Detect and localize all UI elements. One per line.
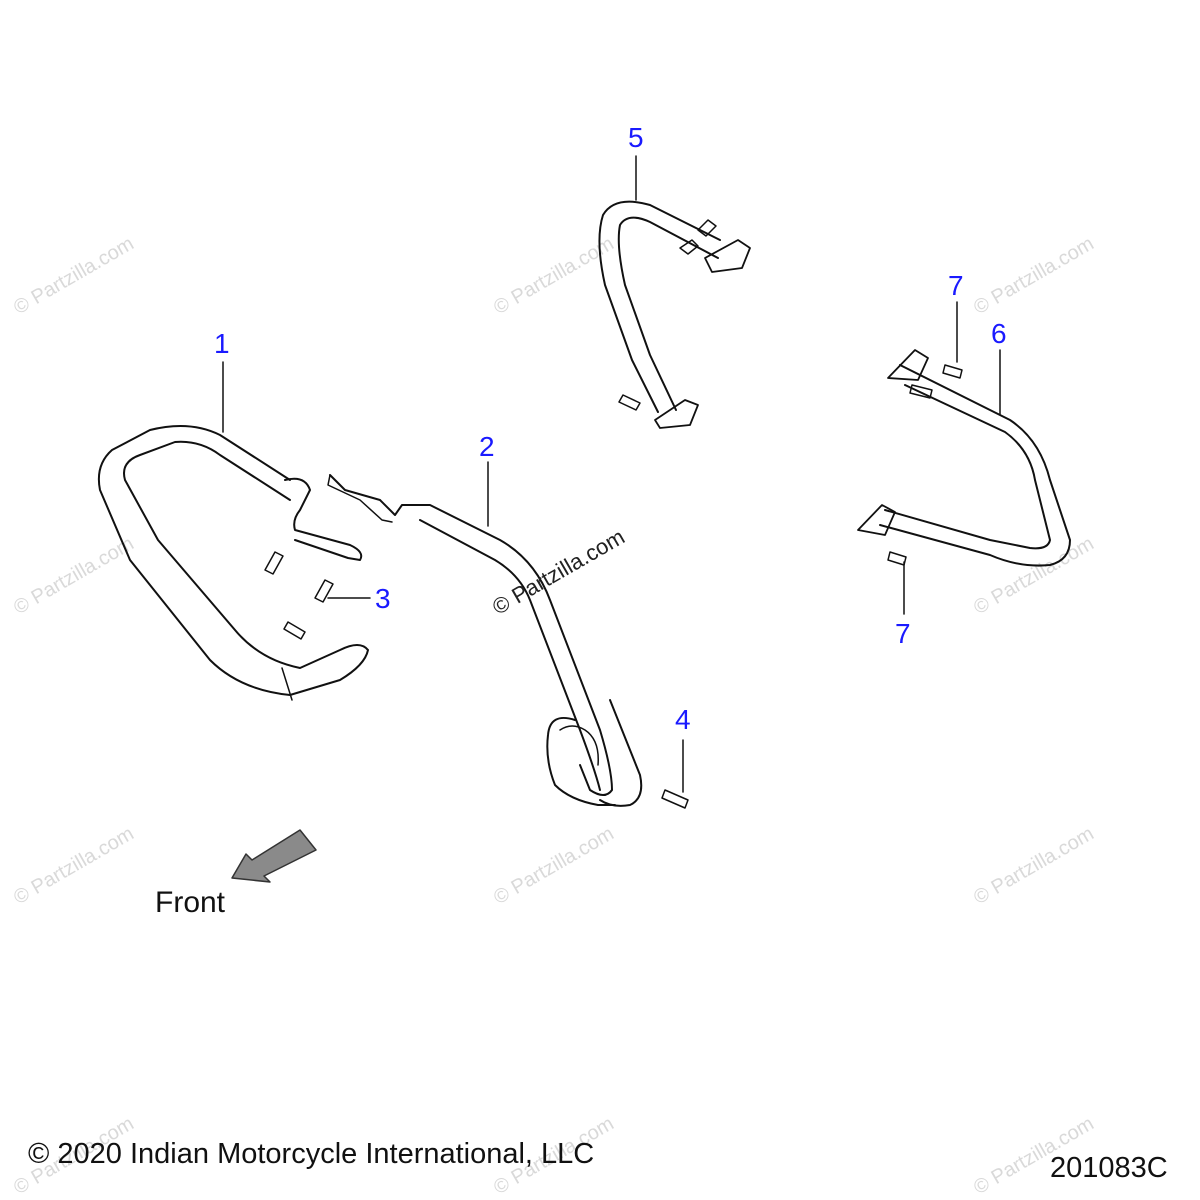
- part-5-rear-bar-upper: [598, 200, 751, 429]
- callout-4: 4: [675, 704, 691, 735]
- callout-7-upper: 7: [948, 270, 964, 301]
- bolt-group: [264, 219, 963, 809]
- copyright-text: © 2020 Indian Motorcycle International, …: [28, 1138, 595, 1170]
- callout-3: 3: [375, 583, 391, 614]
- diagram-id: 201083C: [1050, 1152, 1168, 1184]
- leader-lines: [222, 155, 1001, 793]
- callout-2: 2: [479, 431, 495, 462]
- part-1-front-bar-left: [97, 425, 369, 701]
- callout-1: 1: [214, 328, 230, 359]
- front-label: Front: [155, 886, 226, 919]
- callout-7-lower: 7: [895, 618, 911, 649]
- part-2-front-bar-right: [327, 474, 643, 807]
- callout-6: 6: [991, 318, 1007, 349]
- callout-5: 5: [628, 122, 644, 153]
- front-direction-arrow-icon: [231, 829, 317, 883]
- part-6-rear-bar-lower: [857, 349, 1071, 567]
